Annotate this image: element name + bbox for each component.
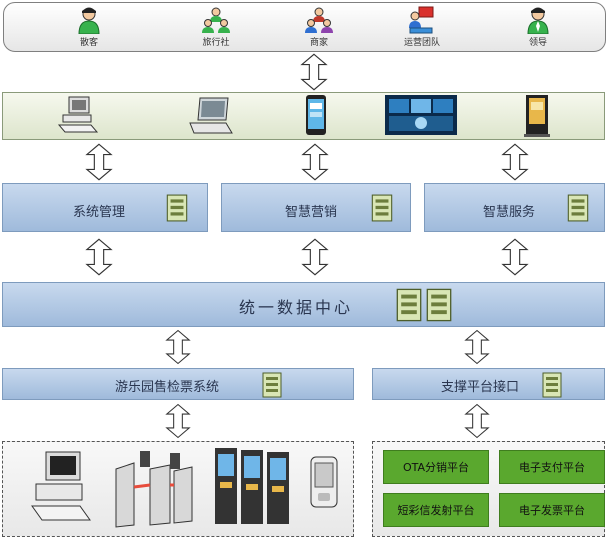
e-payment-platform-box: 电子支付平台 [499, 450, 605, 484]
user-roles-bar [3, 2, 606, 52]
user-label: 旅行社 [202, 38, 230, 48]
user-label: 商家 [309, 38, 328, 48]
box-label: 智慧营销 [285, 205, 338, 220]
smartphone-icon [306, 95, 326, 135]
laptop-icon [189, 97, 233, 134]
desktop-pc-icon [57, 96, 99, 133]
handheld-device-icon [310, 456, 338, 508]
platform-label: 电子发票平台 [519, 504, 585, 517]
e-invoice-platform-box: 电子发票平台 [499, 493, 605, 527]
device-terminals-bar [2, 92, 605, 140]
server-icon [371, 194, 393, 222]
double-arrow-icon [85, 234, 113, 280]
smart-service-box: 智慧服务 [424, 183, 605, 232]
data-center-label: 统一数据中心 [239, 298, 354, 317]
platform-interface-box: 支撑平台接口 [372, 368, 605, 400]
operations-team-icon [409, 6, 434, 34]
ticket-terminal-pc-icon [31, 451, 91, 521]
platform-label: OTA分销平台 [402, 461, 470, 474]
user-merchant: 商家 [289, 6, 349, 48]
server-icon [166, 194, 188, 222]
double-arrow-icon [301, 234, 329, 280]
double-arrow-icon [165, 328, 191, 366]
user-label: 领导 [528, 38, 547, 48]
led-screen-icon [385, 95, 457, 135]
ticket-machine-icon [215, 448, 289, 524]
database-server-icon [396, 288, 422, 322]
leader-person-icon [527, 7, 549, 34]
box-label: 系统管理 [73, 205, 126, 220]
platform-label: 电子支付平台 [519, 461, 585, 474]
server-icon [567, 194, 589, 222]
user-leader: 领导 [508, 6, 568, 48]
double-arrow-icon [501, 141, 529, 183]
smart-marketing-box: 智慧营销 [221, 183, 411, 232]
server-icon [262, 372, 282, 398]
platform-interface-label: 支撑平台接口 [441, 380, 520, 395]
ticketing-system-box: 游乐园售检票系统 [2, 368, 354, 400]
user-tourist: 散客 [59, 6, 119, 48]
user-label: 运营团队 [403, 38, 440, 48]
kiosk-icon [524, 95, 550, 137]
turnstile-gate-icon [115, 451, 193, 528]
ota-platform-box: OTA分销平台 [383, 450, 489, 484]
double-arrow-icon [300, 53, 328, 91]
double-arrow-icon [165, 401, 191, 441]
double-arrow-icon [501, 234, 529, 280]
person-green-icon [78, 7, 100, 34]
server-lock-icon [542, 372, 562, 398]
double-arrow-icon [464, 328, 490, 366]
double-arrow-icon [464, 401, 490, 441]
group-icon [202, 7, 230, 33]
platform-label: 短彩信发射平台 [397, 504, 475, 517]
double-arrow-icon [85, 141, 113, 183]
user-travel-agency: 旅行社 [186, 6, 246, 48]
user-label: 散客 [79, 38, 98, 48]
unified-data-center-box: 统一数据中心 [2, 282, 605, 327]
ticketing-system-label: 游乐园售检票系统 [115, 380, 220, 395]
sms-platform-box: 短彩信发射平台 [383, 493, 489, 527]
system-management-box: 系统管理 [2, 183, 208, 232]
double-arrow-icon [301, 141, 329, 183]
box-label: 智慧服务 [483, 205, 536, 220]
user-operations-team: 运营团队 [392, 6, 452, 48]
database-server-icon [426, 288, 452, 322]
merchant-group-icon [305, 7, 333, 33]
